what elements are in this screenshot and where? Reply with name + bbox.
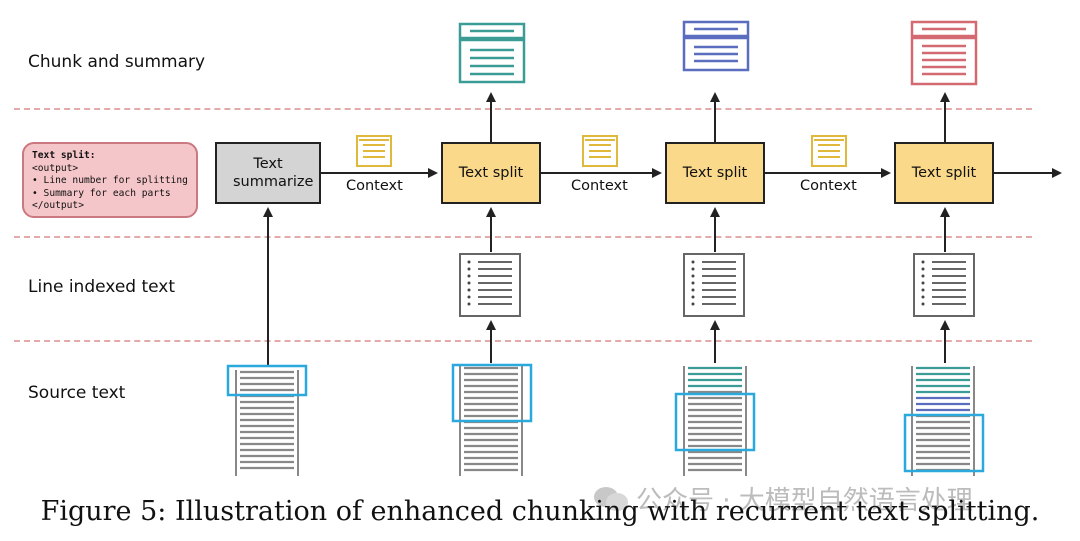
row-label-line-indexed: Line indexed text xyxy=(28,277,176,297)
separator xyxy=(14,236,1032,238)
vertical-arrows xyxy=(263,92,950,367)
source-text-stacks xyxy=(235,366,975,476)
separator xyxy=(14,340,1032,342)
text-summarize-box: Text summarize xyxy=(215,142,321,204)
row-label-chunk-summary: Chunk and summary xyxy=(28,52,206,72)
line-indexed-doc-icon xyxy=(913,253,975,317)
wechat-icon xyxy=(594,487,628,511)
chunk-highlight xyxy=(226,363,985,473)
text-split-box: Text split xyxy=(894,142,994,204)
context-label: Context xyxy=(571,178,628,194)
summary-doc-icon xyxy=(682,20,750,72)
prompt-line: </output> xyxy=(32,200,84,211)
text-split-box: Text split xyxy=(665,142,765,204)
separator xyxy=(14,108,1032,110)
watermark: 公众号 · 大模型自然语言处理 xyxy=(636,486,973,516)
figure-caption: Figure 5: Illustration of enhanced chunk… xyxy=(40,496,1040,527)
prompt-line: • Line number for splitting xyxy=(32,175,188,186)
context-label: Context xyxy=(800,178,857,194)
context-doc-icon xyxy=(582,135,618,167)
context-label: Context xyxy=(346,178,403,194)
text-summarize-label: Text summarize xyxy=(233,156,314,190)
context-doc-icon xyxy=(811,135,847,167)
row-label-source-text: Source text xyxy=(28,383,126,403)
prompt-line: Text split: xyxy=(32,150,96,161)
prompt-box: Text split: <output> • Line number for s… xyxy=(22,142,198,218)
text-split-box: Text split xyxy=(441,142,541,204)
text-split-label: Text split xyxy=(911,165,977,181)
prompt-line: • Summary for each parts xyxy=(32,187,171,199)
prompt-line: <output> xyxy=(32,162,79,174)
context-doc-icon xyxy=(356,135,392,167)
text-split-label: Text split xyxy=(682,165,748,181)
summary-doc-icon xyxy=(910,20,978,86)
text-split-label: Text split xyxy=(458,165,524,181)
line-indexed-doc-icon xyxy=(683,253,745,317)
line-indexed-doc-icon xyxy=(459,253,521,317)
summary-doc-icon xyxy=(458,22,526,84)
